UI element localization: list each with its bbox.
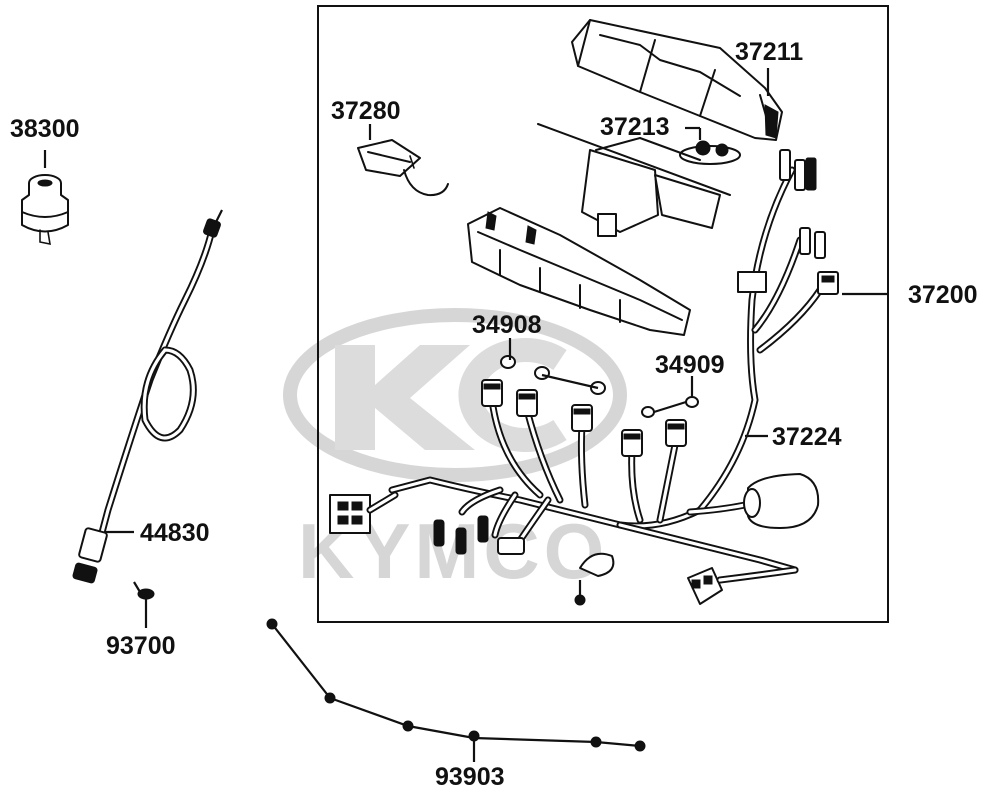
- sensor-37280: [357, 139, 449, 197]
- label-37224: 37224: [772, 423, 842, 451]
- bulb-sockets-37213: [679, 128, 741, 165]
- bulbs-34908: [500, 338, 606, 395]
- kymco-watermark: KYMCO: [283, 308, 627, 595]
- harness-connectors: [329, 149, 839, 606]
- label-37200: 37200: [908, 281, 978, 309]
- screw-93700: [133, 581, 155, 600]
- speedometer-cable-44830: [72, 209, 223, 584]
- leader-lines: [104, 68, 888, 628]
- watermark-ring: [283, 308, 627, 482]
- assembly-37200-frame: [317, 5, 889, 623]
- label-34909: 34909: [655, 351, 725, 379]
- watermark-k-shape: [335, 345, 475, 450]
- label-93903: 93903: [435, 763, 505, 791]
- part-labels: 37211 37280 37213 37200 34908 34909 3722…: [10, 38, 978, 791]
- label-44830: 44830: [140, 519, 210, 547]
- wire-harness-37224: [388, 166, 824, 574]
- ignition-switch-38300: [21, 150, 69, 246]
- watermark-c-shape: [458, 338, 567, 452]
- label-38300: 38300: [10, 115, 80, 143]
- bulbs-34909: [641, 378, 699, 418]
- meter-case: [467, 207, 691, 336]
- label-34908: 34908: [472, 311, 542, 339]
- meter-cover-37211: [571, 19, 783, 141]
- label-37211: 37211: [735, 38, 803, 66]
- label-93700: 93700: [106, 632, 176, 660]
- bulb-sockets: [481, 379, 687, 457]
- meter-body: [537, 123, 731, 237]
- screws-93903: [266, 618, 646, 762]
- label-37280: 37280: [331, 97, 401, 125]
- label-37213: 37213: [600, 113, 670, 141]
